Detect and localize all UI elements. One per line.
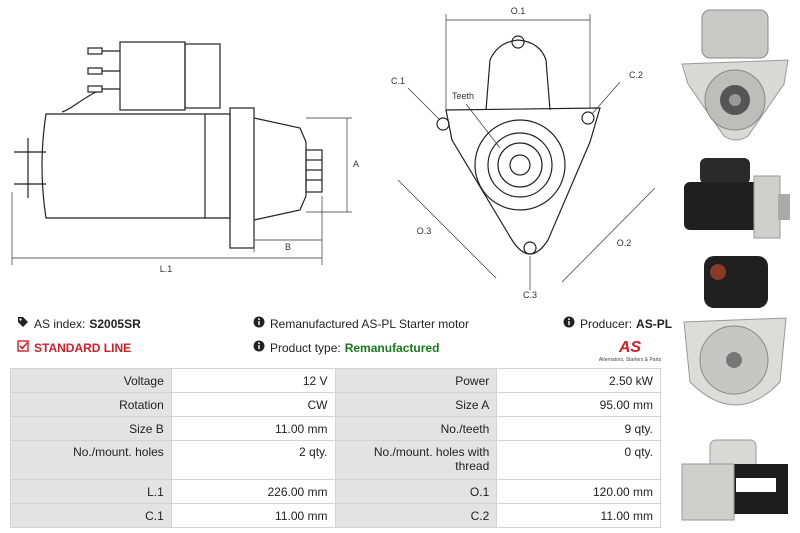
dim-label-b: B [285, 242, 291, 252]
tag-icon [16, 316, 30, 331]
spec-value: 2 qty. [170, 440, 336, 480]
spec-value: 95.00 mm [496, 392, 661, 417]
logo-text: AS [618, 339, 642, 356]
spec-label: Size A [334, 392, 498, 417]
description-text: Remanufactured AS-PL Starter motor [270, 316, 469, 331]
dim-label-c2: C.2 [629, 70, 643, 80]
product-photo-back [676, 252, 794, 430]
spec-value: 9 qty. [496, 416, 661, 441]
product-photo-side-2 [676, 434, 794, 530]
spec-label: Rotation [10, 392, 172, 417]
as-index-label: AS index: [34, 316, 86, 331]
product-type-row: Product type: Remanufactured [252, 340, 439, 355]
dim-label-c1: C.1 [391, 76, 405, 86]
table-row: Voltage 12 V Power 2.50 kW [10, 368, 661, 393]
dim-label-o3: O.3 [417, 226, 432, 236]
dim-label-c3: C.3 [523, 290, 537, 300]
as-pl-logo: AS Alternators, Starters & Parts [599, 339, 662, 363]
logo-subtext: Alternators, Starters & Parts [599, 357, 662, 363]
spec-value: 120.00 mm [496, 479, 661, 504]
spec-label: C.2 [334, 503, 498, 528]
spec-label: No./teeth [334, 416, 498, 441]
info-icon [252, 340, 266, 355]
spec-label: No./mount. holes [10, 440, 172, 480]
spec-value: 2.50 kW [496, 368, 661, 393]
spec-value: 11.00 mm [170, 503, 336, 528]
product-photo-side-1 [676, 150, 794, 245]
spec-value: 12 V [170, 368, 336, 393]
spec-value: 11.00 mm [170, 416, 336, 441]
table-row: C.1 11.00 mm C.2 11.00 mm [10, 503, 661, 528]
spec-value: 0 qty. [496, 440, 661, 480]
spec-value: CW [170, 392, 336, 417]
spec-label: Voltage [10, 368, 172, 393]
info-icon [562, 316, 576, 331]
technical-drawing: L.1 B A O.1 O.3 O.2 C.1 C.2 C.3 Teeth [11, 6, 656, 300]
table-row: L.1 226.00 mm O.1 120.00 mm [10, 479, 661, 504]
as-index-row: AS index: S2005SR [16, 316, 141, 331]
as-index-value: S2005SR [89, 316, 141, 331]
flange-outline [445, 107, 601, 255]
producer-value: AS-PL [636, 316, 673, 331]
check-square-icon [16, 340, 30, 355]
spec-label: Power [334, 368, 498, 393]
producer-label: Producer: [580, 316, 633, 331]
table-row: Size B 11.00 mm No./teeth 9 qty. [10, 416, 661, 441]
teeth-label: Teeth [452, 91, 474, 101]
motor-body-outline [41, 113, 231, 219]
spec-table: Voltage 12 V Power 2.50 kW Rotation CW S… [10, 368, 661, 528]
solenoid-outline [119, 41, 186, 111]
dim-label-o1: O.1 [511, 6, 526, 16]
product-photo-front [676, 4, 794, 144]
dim-label-a: A [353, 159, 359, 169]
producer-row: Producer: AS-PL [562, 316, 672, 331]
spec-label: C.1 [10, 503, 172, 528]
product-type-label: Product type: [270, 340, 341, 355]
description-row: Remanufactured AS-PL Starter motor [252, 316, 469, 331]
info-icon [252, 316, 266, 331]
product-type-value: Remanufactured [344, 340, 440, 355]
standard-line-label: STANDARD LINE [34, 340, 132, 355]
spec-label: No./mount. holes with thread [334, 440, 498, 480]
table-row: No./mount. holes 2 qty. No./mount. holes… [10, 440, 661, 480]
table-row: Rotation CW Size A 95.00 mm [10, 392, 661, 417]
spec-label: L.1 [10, 479, 172, 504]
spec-value: 11.00 mm [496, 503, 661, 528]
standard-line-row: STANDARD LINE [16, 340, 131, 355]
dim-label-l1: L.1 [160, 264, 173, 274]
spec-label: Size B [10, 416, 172, 441]
spec-label: O.1 [334, 479, 498, 504]
dim-label-o2: O.2 [617, 238, 632, 248]
spec-value: 226.00 mm [170, 479, 336, 504]
